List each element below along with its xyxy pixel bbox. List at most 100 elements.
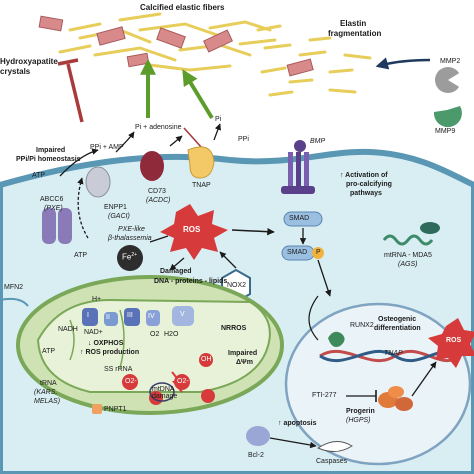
- pxe-like-label: PXE-like: [118, 226, 145, 233]
- ros-right-label: ROS: [446, 337, 462, 344]
- inhibit-bar-icon: [57, 58, 79, 66]
- iron-icon: [117, 245, 143, 271]
- calcified-fibers-title: Calcified elastic fibers: [140, 3, 225, 12]
- adenosine-inhibits-tnap: [183, 127, 203, 149]
- mtdna-label-1: mtDNA: [152, 386, 175, 393]
- apoptosis-label: ↑ apoptosis: [278, 420, 317, 427]
- ss-rrna-label: SS rRNA: [104, 366, 133, 373]
- abcc6-transporter-icon: [42, 208, 72, 244]
- nucleus-pore-curve: [308, 295, 319, 341]
- tnap-enzyme-icon: [187, 146, 215, 179]
- fti-label: FTI-277: [312, 392, 337, 399]
- pnpt1-label: PNPT1: [104, 406, 127, 413]
- lightning-icon: [171, 371, 183, 393]
- etc-complexes-icon: [82, 306, 194, 326]
- fragmentation-label: fragmentation: [328, 29, 382, 38]
- mtrna-icon: [382, 234, 434, 246]
- smad-bottom-label: SMAD: [287, 249, 308, 256]
- complex-v-label: V: [180, 311, 185, 318]
- fe-ros-line: [149, 235, 169, 243]
- o2minus-label-2: O2-: [177, 378, 189, 385]
- complex-ii-label: II: [106, 314, 110, 321]
- complex-iii-label: III: [127, 312, 133, 319]
- ags-label: (AGS): [398, 261, 418, 268]
- mito-atp-label: ATP: [42, 348, 56, 355]
- hplus-label: H+: [92, 296, 102, 303]
- h2o-label: H2O: [164, 331, 179, 338]
- progerin-ros-arrow: [411, 361, 437, 397]
- activation-label-1: ↑ Activation of: [340, 172, 388, 179]
- pi-adenosine-label: Pi + adenosine: [135, 124, 182, 131]
- activation-label-3: pathways: [350, 190, 382, 197]
- ros-to-smad-arrow: [231, 227, 275, 236]
- enpp1-gene-label: (GACI): [108, 213, 130, 220]
- mmp2-enzyme-icon: [435, 67, 461, 93]
- dna-proteins-lipids-label: DNA - proteins - lipids: [154, 278, 228, 285]
- mmp9-label: MMP9: [435, 128, 456, 135]
- tnap-label: TNAP: [192, 182, 211, 189]
- caspases-icon: [316, 441, 353, 452]
- elastin-label: Elastin: [340, 19, 367, 28]
- kars-label: (KARS,: [34, 389, 58, 396]
- complex-i-label: I: [87, 312, 89, 319]
- bcl2-protein-icon: [246, 426, 270, 446]
- inhibit-line-ppi: [66, 63, 84, 123]
- atp-in-label: ATP: [74, 252, 88, 259]
- mmp9-enzyme-icon: [433, 106, 462, 128]
- progerin-icon: [378, 386, 413, 411]
- cd73-enzyme-icon: [140, 151, 164, 181]
- mmp2-label: MMP2: [440, 58, 461, 65]
- pnpt1-icon: [92, 404, 102, 414]
- ppi-amp-label: PPi + AMP: [90, 144, 124, 151]
- complex-iv-label: IV: [148, 313, 155, 320]
- impaired-psi-label: Impaired: [228, 350, 258, 357]
- o2-label: O2: [150, 331, 160, 338]
- phospho-label: P: [316, 249, 321, 256]
- trna-label: tRNA: [40, 380, 57, 387]
- runx2-label: RUNX2: [350, 322, 374, 329]
- nrros-label: NRROS: [221, 325, 247, 332]
- mda5-icon: [420, 222, 440, 234]
- ros-burst-icon: [160, 204, 228, 260]
- tnap-gene-label: TNAP: [384, 350, 403, 357]
- bmp-receptor-icon: [281, 140, 315, 194]
- delta-psi-label: ΔΨm: [236, 359, 253, 366]
- mfn2-connector: [0, 297, 29, 307]
- damaged-label: Damaged: [160, 268, 192, 275]
- crystals-label: crystals: [0, 67, 31, 76]
- nox2-label: NOX2: [227, 282, 247, 289]
- atp-export-arrow: [59, 148, 99, 177]
- nox2-ros-arrow: [219, 251, 237, 269]
- runx2-protein-icon: [328, 331, 345, 347]
- pi-label: Pi: [215, 116, 222, 123]
- abcc6-gene-label: (PXE): [44, 205, 63, 212]
- ppi-homeostasis-label: PPi/Pi homeostasis: [16, 156, 81, 163]
- osteogenic-label: Osteogenic: [378, 316, 417, 323]
- atp-out-label: ATP: [32, 172, 46, 179]
- calcified-fibers-cluster: [38, 12, 277, 72]
- cd73-gene-label: (ACDC): [146, 197, 171, 204]
- o2minus-label-1: O2-: [125, 378, 137, 385]
- mfn2-label: MFN2: [4, 284, 24, 291]
- ros-center-label: ROS: [183, 225, 201, 234]
- bcl2-label: Bcl-2: [248, 452, 264, 459]
- smad-to-nucleus-arrow: [317, 259, 332, 297]
- elastin-fragments: [256, 24, 372, 97]
- phospho-icon: [312, 247, 324, 259]
- hgps-label: (HGPS): [346, 417, 371, 424]
- differentiation-label: differentiation: [374, 325, 421, 332]
- activation-label-2: pro-calcifying: [346, 181, 392, 188]
- nad-label: NAD+: [84, 329, 103, 336]
- impaired-label: Impaired: [36, 147, 66, 154]
- hydroxyapatite-label: Hydroxyapatite: [0, 57, 58, 66]
- fe-charge: 2+: [131, 252, 138, 258]
- enpp1-label: ENPP1: [104, 204, 127, 211]
- progerin-label: Progerin: [346, 408, 375, 415]
- ros-burst-right-icon: [428, 318, 474, 368]
- mtdna-icon: [149, 382, 175, 402]
- fe-symbol: Fe: [122, 252, 132, 262]
- fe-label: Fe2+: [122, 252, 138, 262]
- oxphos-label: ↓ OXPHOS: [88, 340, 124, 347]
- abcc6-label: ABCC6: [40, 196, 64, 203]
